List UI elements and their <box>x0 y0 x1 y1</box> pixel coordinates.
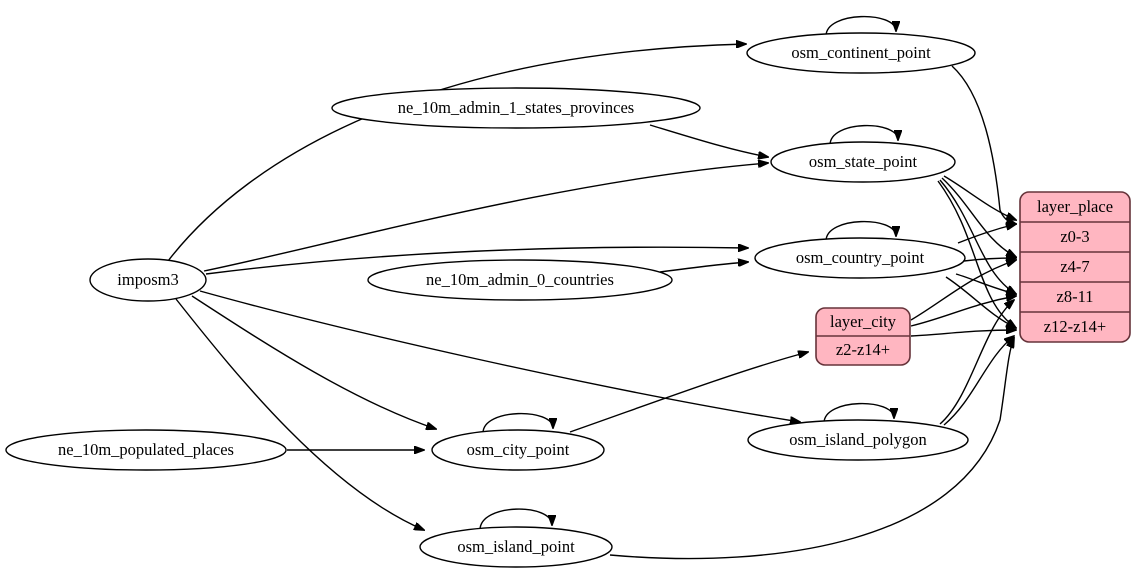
edge-imposm3-to-osm_continent_point <box>167 44 746 262</box>
edge-osm_state_point-to-layer_place-z0_3 <box>943 175 1016 220</box>
node-ne_admin1-label: ne_10m_admin_1_states_provinces <box>398 98 634 117</box>
edge-osm_country_point-to-layer_place-z8_11 <box>955 273 1016 294</box>
node-osm_country_point-shape[interactable] <box>754 237 966 279</box>
node-osm_state_point-shape[interactable] <box>770 141 956 183</box>
node-osm_island_point-shape[interactable] <box>419 526 613 568</box>
edge-imposm3-to-osm_state_point <box>203 163 768 272</box>
record-layer_place-title: layer_place <box>1037 197 1113 216</box>
node-ne_populated-label: ne_10m_populated_places <box>58 440 234 459</box>
node-osm_continent_point-shape[interactable] <box>746 32 976 74</box>
record-layer_place-row-z0-3[interactable]: z0-3 <box>1060 227 1089 246</box>
record-node-layer_city[interactable]: layer_city z2-z14+ <box>815 307 911 366</box>
edge-self-osm_country_point <box>825 220 896 242</box>
node-osm_continent_point-label: osm_continent_point <box>791 43 931 62</box>
edge-self-osm_state_point <box>829 124 898 146</box>
edge-self-osm_city_point <box>482 412 553 434</box>
edge-osm_island_point-to-layer_place-z12_z14 <box>609 338 1014 560</box>
edge-osm_state_point-to-layer_place-z8_11 <box>939 179 1016 294</box>
node-osm_state_point-label: osm_state_point <box>809 152 918 171</box>
edge-layer_city-to-layer_place-z12_z14 <box>910 330 1016 337</box>
node-ne_10m_admin_1_states_provinces[interactable]: ne_10m_admin_1_states_provinces <box>331 87 701 129</box>
node-layer: imposm3 ne_10m_admin_1_states_provinces … <box>5 32 976 568</box>
node-imposm3-shape[interactable] <box>89 258 207 302</box>
node-osm_city_point[interactable]: osm_city_point <box>431 429 605 471</box>
node-osm_island_point[interactable]: osm_island_point <box>419 526 613 568</box>
edge-osm_country_point-to-layer_place-z12_z14 <box>945 276 1016 328</box>
edge-imposm3-to-osm_city_point <box>191 295 436 429</box>
edge-imposm3-to-osm_island_point <box>175 298 424 530</box>
node-ne_admin1-shape[interactable] <box>331 87 701 129</box>
edge-self-osm_continent_point <box>825 15 896 37</box>
node-osm_continent_point[interactable]: osm_continent_point <box>746 32 976 74</box>
node-osm_island_point-label: osm_island_point <box>457 537 575 556</box>
node-imposm3-label: imposm3 <box>117 270 178 289</box>
edge-ne_admin0-to-osm_country_point <box>659 262 748 273</box>
node-osm_state_point[interactable]: osm_state_point <box>770 141 956 183</box>
edge-self-osm_island_point <box>479 508 552 531</box>
edge-osm_island_polygon-to-layer_place-z8_11 <box>939 300 1014 425</box>
node-ne_10m_populated_places[interactable]: ne_10m_populated_places <box>5 429 287 471</box>
edge-layer_city-to-layer_place-z4_7 <box>910 260 1016 321</box>
edge-layer_city-to-layer_place-z8_11 <box>910 296 1016 327</box>
edge-osm_island_polygon-to-layer_place-z12_z14 <box>943 336 1014 426</box>
node-osm_country_point[interactable]: osm_country_point <box>754 237 966 279</box>
edge-layer <box>167 15 1016 560</box>
node-osm_city_point-shape[interactable] <box>431 429 605 471</box>
node-osm_city_point-label: osm_city_point <box>467 440 570 459</box>
record-node-layer_place[interactable]: layer_place z0-3 z4-7 z8-11 z12-z14+ <box>1019 191 1131 343</box>
record-layer_city-title: layer_city <box>830 312 897 331</box>
node-osm_island_polygon-label: osm_island_polygon <box>789 430 927 449</box>
record-layer_city-row-z2-z14plus[interactable]: z2-z14+ <box>836 340 890 359</box>
node-osm_country_point-label: osm_country_point <box>796 248 925 267</box>
record-layer_place-box[interactable] <box>1019 191 1131 343</box>
node-osm_island_polygon[interactable]: osm_island_polygon <box>747 419 969 461</box>
record-layer: layer_place z0-3 z4-7 z8-11 z12-z14+ lay… <box>815 191 1131 366</box>
edge-osm_country_point-to-layer_place-z4_7 <box>963 258 1016 261</box>
edge-imposm3-to-osm_island_polygon <box>199 290 800 422</box>
edge-osm_state_point-to-layer_place-z4_7 <box>941 177 1016 257</box>
edge-osm_country_point-to-layer_place-z0_3 <box>957 224 1016 244</box>
node-ne_admin0-shape[interactable] <box>367 259 673 301</box>
edge-imposm3-to-osm_country_point <box>205 247 748 275</box>
node-ne_10m_admin_0_countries[interactable]: ne_10m_admin_0_countries <box>367 259 673 301</box>
edge-osm_state_point-to-layer_place-z12_z14 <box>937 180 1016 328</box>
node-osm_island_polygon-shape[interactable] <box>747 419 969 461</box>
record-layer_place-row-z8-11[interactable]: z8-11 <box>1057 287 1094 306</box>
record-layer_place-row-z12-z14plus[interactable]: z12-z14+ <box>1044 317 1106 336</box>
edge-osm_city_point-to-layer_city <box>569 352 808 433</box>
edge-self-osm_island_polygon <box>823 402 894 424</box>
node-imposm3[interactable]: imposm3 <box>89 258 207 302</box>
node-ne_admin0-label: ne_10m_admin_0_countries <box>426 270 614 289</box>
edge-ne_admin1-to-osm_state_point <box>649 124 768 157</box>
node-ne_populated-shape[interactable] <box>5 429 287 471</box>
record-layer_place-row-z4-7[interactable]: z4-7 <box>1060 257 1089 276</box>
